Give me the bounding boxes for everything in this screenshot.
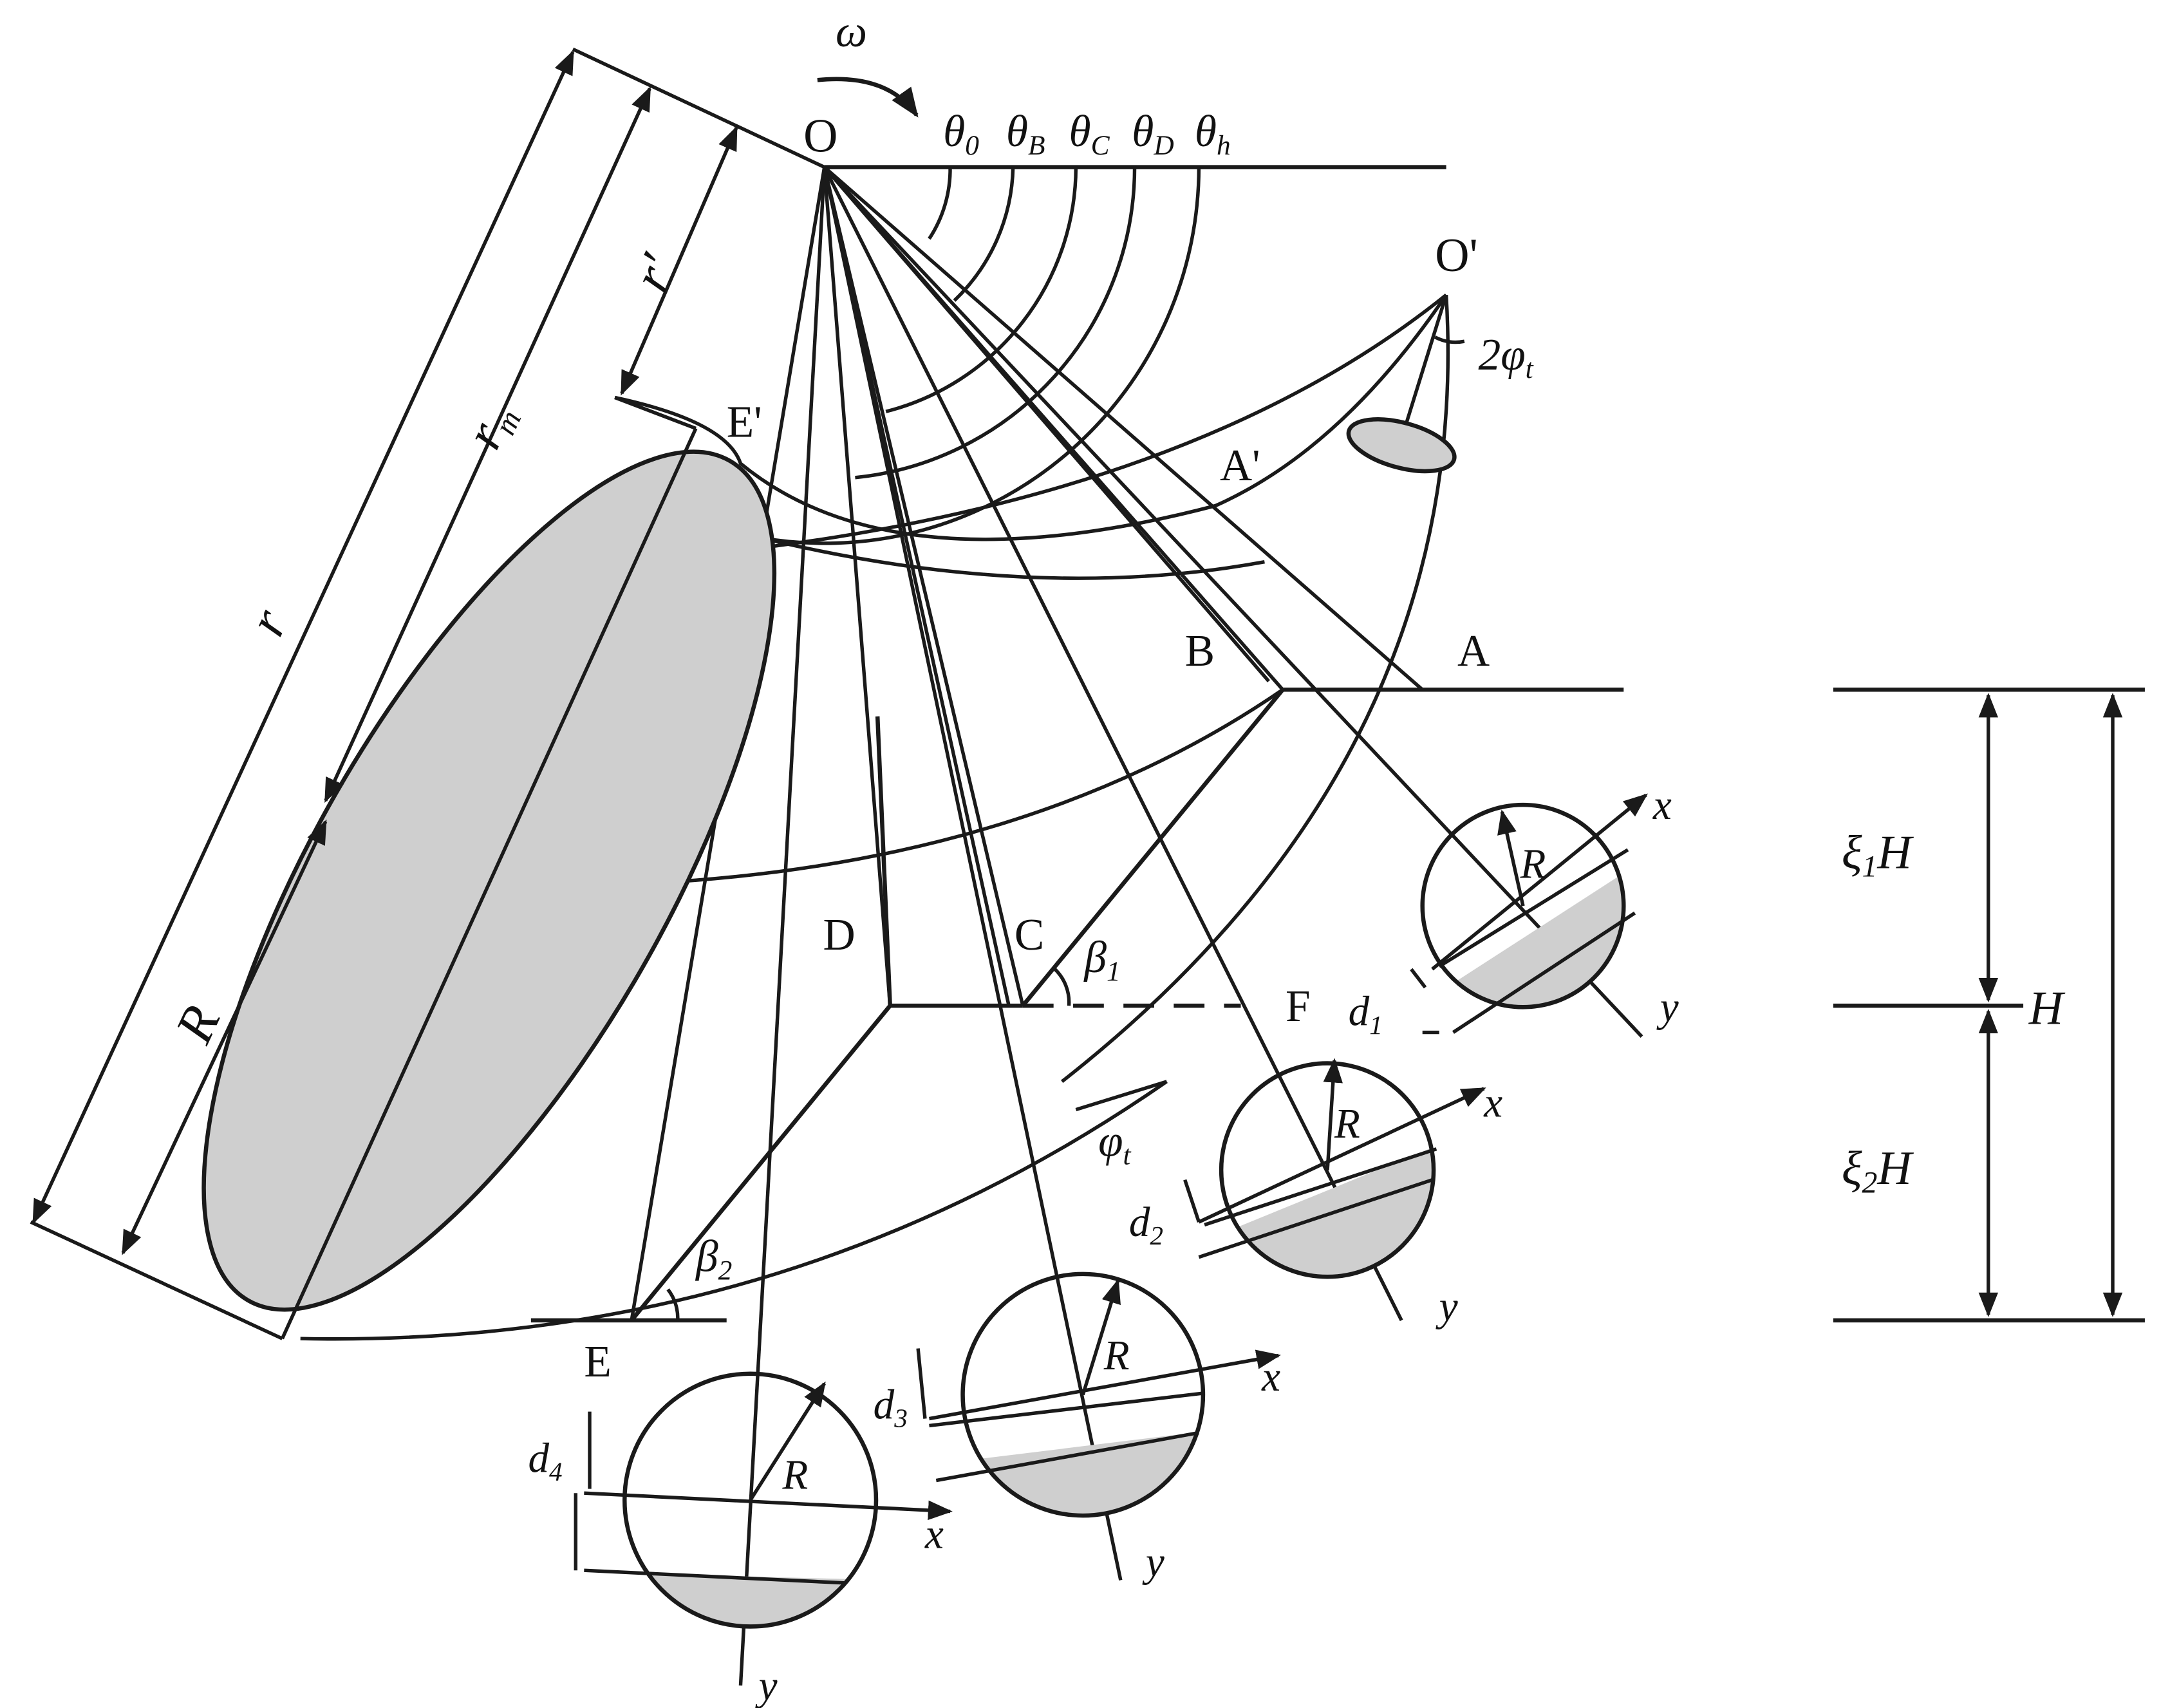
ray-o-c-b [823,166,1025,1006]
label-theta-b: θB [1006,107,1045,161]
label-o-prime: O' [1435,229,1478,282]
section-3-y: y [1142,1539,1165,1586]
section-2 [1183,1058,1486,1279]
label-omega: ω [836,7,867,57]
ray-o-y4 [738,167,827,1686]
label-H: H [2028,982,2066,1035]
theta-0-arc [928,167,952,240]
edge-d-dprime [875,716,892,1006]
cone-small-section [1346,417,1457,474]
section-1-R: R [1520,841,1546,887]
ray-o-d [822,167,892,1006]
label-theta-c: θC [1069,107,1110,161]
edge-d-e [630,1004,892,1322]
outer-arc [300,1080,1168,1341]
theta-b-arc [953,167,1015,302]
e-prime-curve [614,294,1448,541]
label-f: F [1286,982,1311,1031]
dim-R-line [121,819,328,1255]
section-3-x: x [1261,1354,1280,1400]
theta-h-arc [761,167,1201,545]
dim-rprime-line [620,126,738,396]
dim-rprime-ext [614,395,697,430]
label-theta-h: θh [1195,107,1231,161]
label-c: C [1015,910,1044,960]
section-1-d: d1 [1349,989,1383,1040]
section-2-x: x [1483,1080,1502,1126]
label-xi1H: ξ1H [1842,826,1914,883]
label-b: B [1185,626,1215,676]
section-1-x: x [1652,782,1672,829]
label-a: A [1457,626,1490,676]
section-2-R: R [1334,1101,1360,1147]
ray-o-y3 [823,167,1123,1581]
ray-o-a [823,165,1424,691]
section-4-x: x [924,1511,944,1557]
label-theta-0: θ0 [943,107,979,161]
section-4-y: y [755,1663,778,1708]
label-beta-2: β2 [695,1232,732,1286]
theta-c-arc [885,167,1078,413]
label-d: D [823,910,856,960]
label-e: E [584,1337,611,1387]
ray-o-y2 [823,166,1403,1322]
section-3-R: R [1103,1333,1130,1379]
label-o: O [803,109,837,162]
rotation-arrow [817,77,919,118]
label-r-m: rm [453,393,528,459]
cone-line-left [761,294,1448,550]
edge-b-c [1021,688,1285,1008]
label-two-phi-t: 2φt [1479,330,1534,384]
beta-1-arc [1053,968,1071,1006]
label-r-prime: r′ [621,244,688,299]
section-4-d: d4 [528,1435,563,1486]
dim-rm-line [324,86,651,803]
label-a-prime: A' [1220,441,1260,491]
two-phi-arc [1434,335,1465,344]
theta-d-arc [855,167,1137,480]
cone-line-right [1061,295,1450,1084]
label-R: R [164,997,231,1052]
ray-o-b-b [823,165,1284,691]
label-e-prime: E' [727,397,762,447]
section-1-y: y [1656,984,1679,1031]
label-phi-t: φt [1098,1116,1131,1170]
label-theta-d: θD [1132,107,1174,161]
section-3 [916,1272,1281,1518]
ray-o-y1 [823,165,1643,1038]
label-beta-1: β1 [1083,933,1120,987]
section-3-d: d3 [874,1382,908,1432]
dim-r-ext-top [572,47,825,169]
phi-t-tangent [1075,1080,1168,1112]
label-xi2H: ξ2H [1842,1142,1914,1199]
section-2-d: d2 [1129,1199,1163,1250]
section-4-R: R [782,1452,809,1499]
beta-2-arc [666,1288,680,1320]
label-r: r [236,599,299,644]
section-2-y: y [1436,1284,1458,1330]
inner-arc-a [761,536,1265,580]
dim-r-ext-bottom [30,1220,283,1340]
